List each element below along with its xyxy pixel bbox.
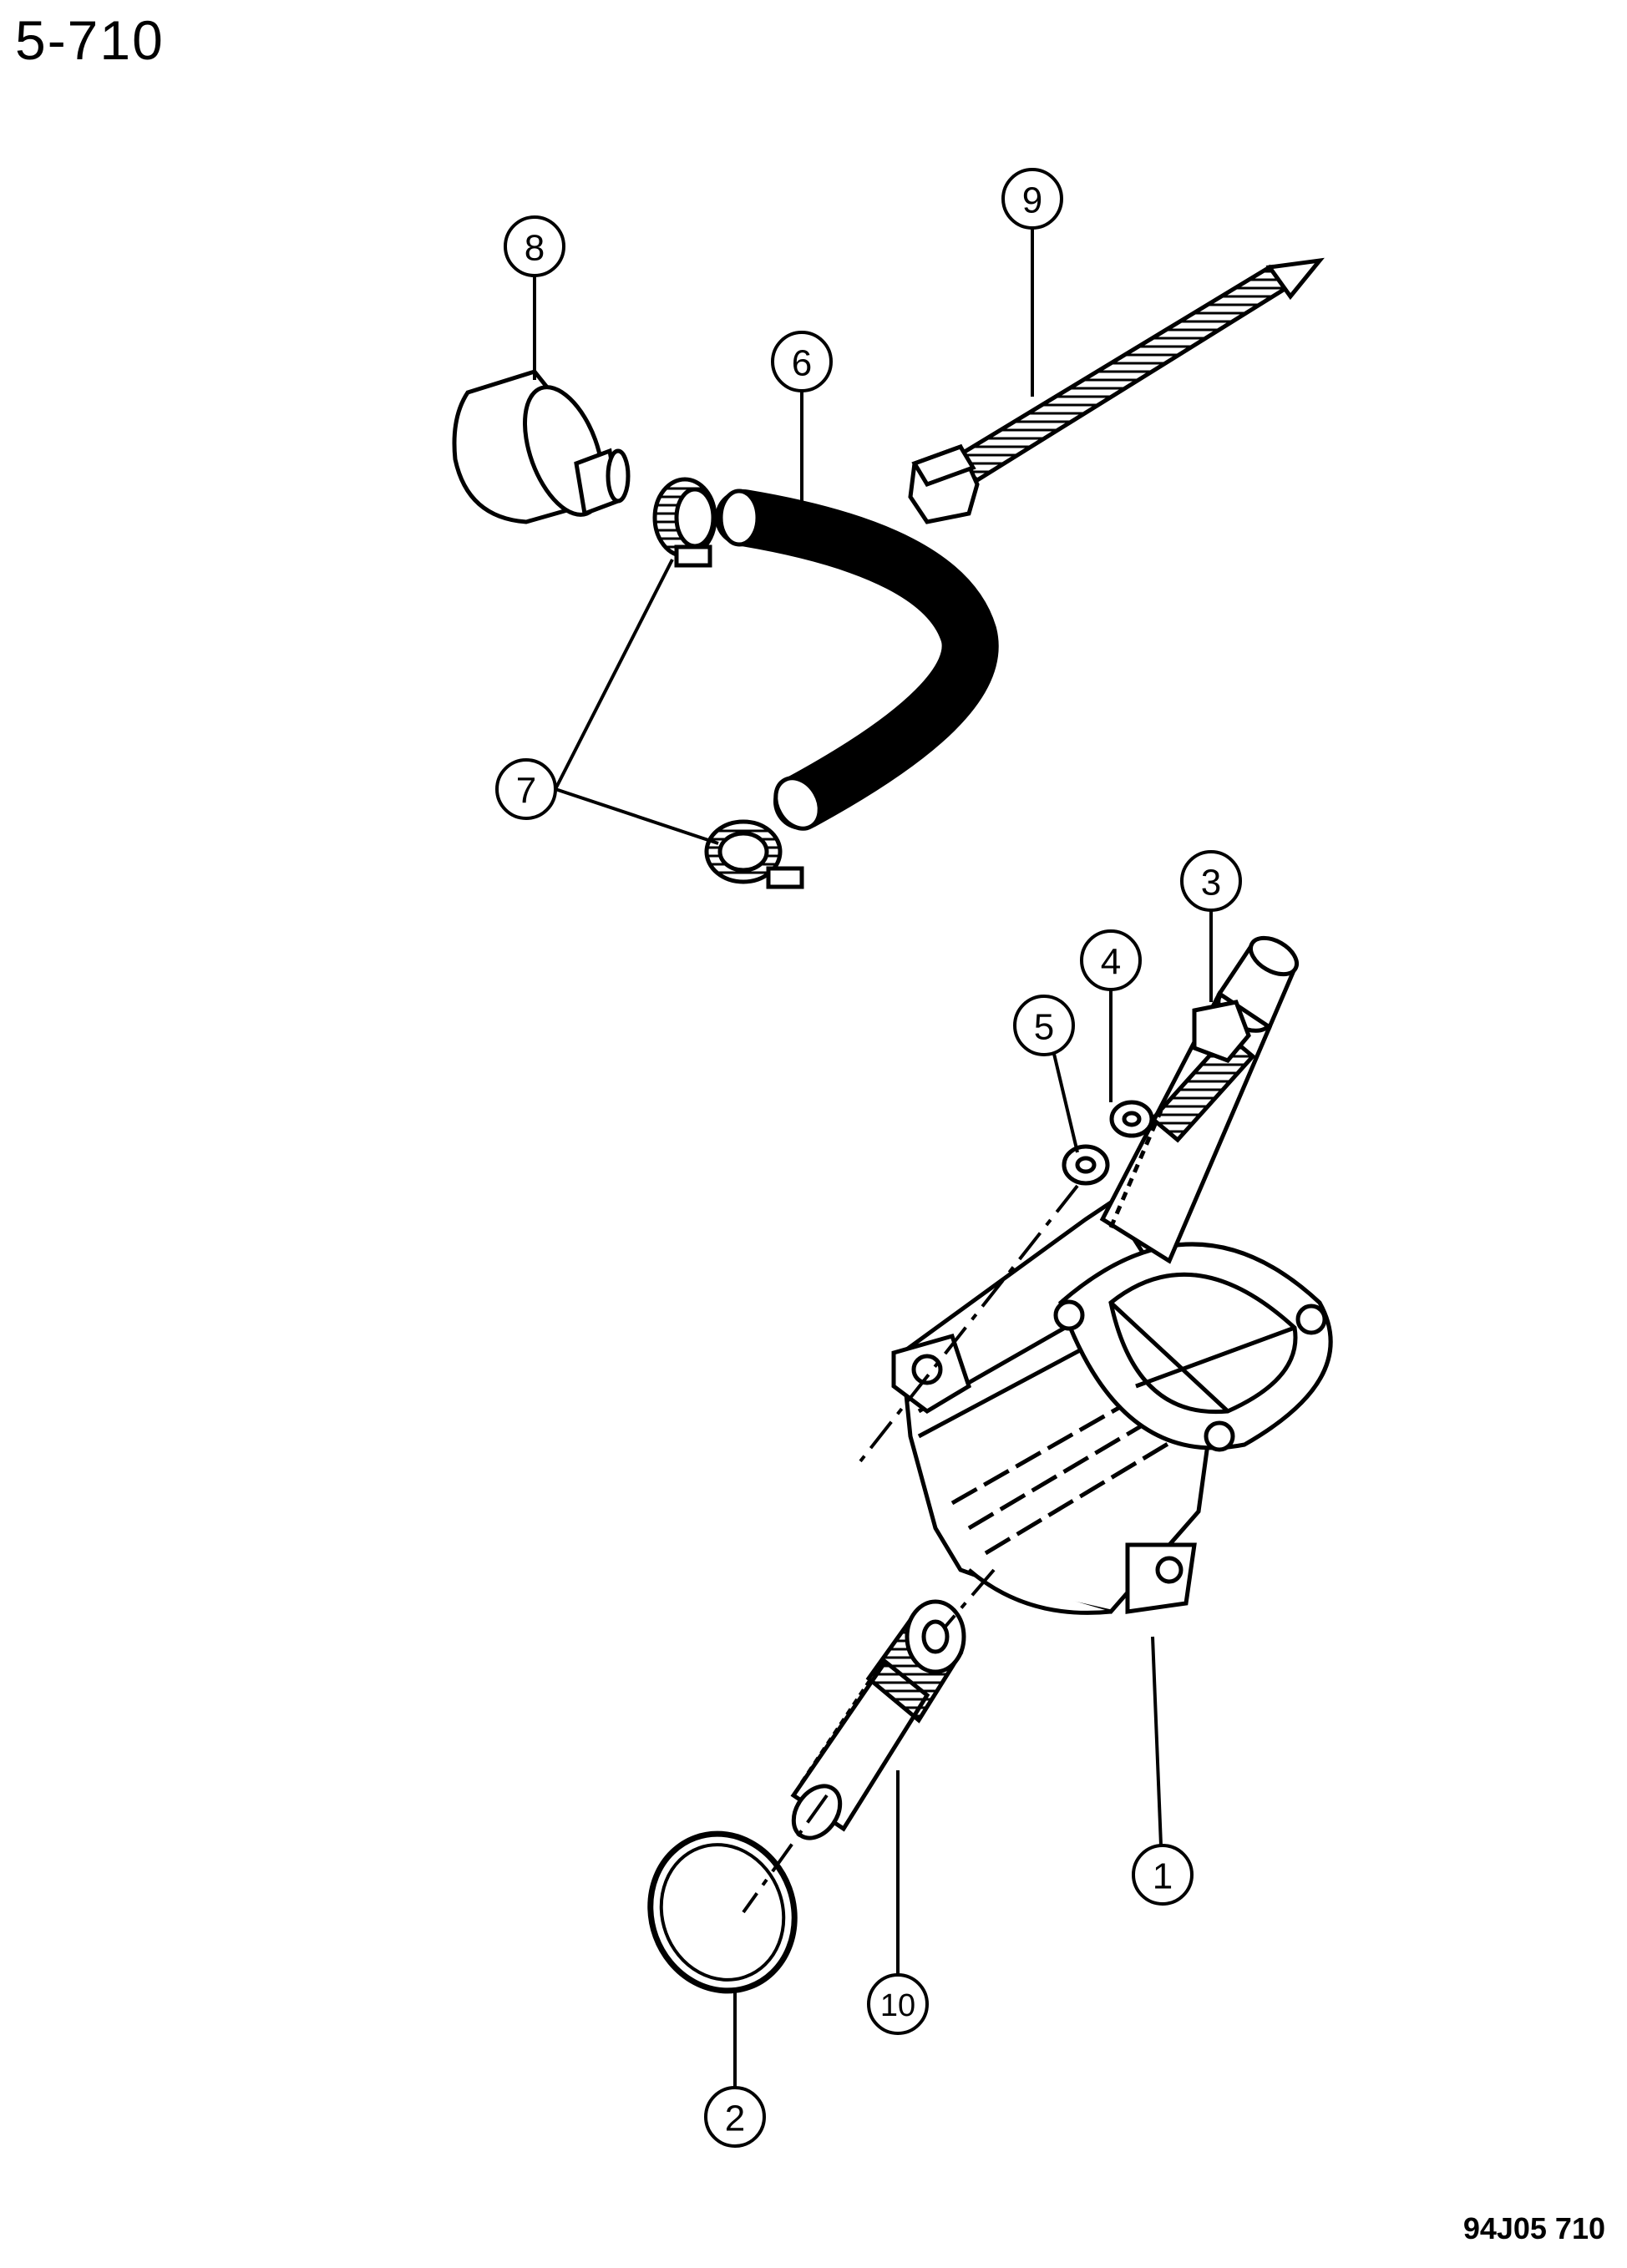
assembly-centerlines [742,1184,1079,1914]
nut [1062,1144,1110,1186]
bolt [1149,1000,1256,1143]
page-reference: 5-710 [15,9,165,71]
svg-text:6: 6 [792,343,812,384]
svg-text:5: 5 [1034,1007,1054,1048]
callout-8: 8 [504,215,565,277]
svg-text:8: 8 [525,228,545,269]
filter-canister [452,369,631,524]
o-ring [647,1830,798,1994]
callout-1: 1 [1132,1844,1194,1906]
callout-6: 6 [771,331,833,392]
svg-text:4: 4 [1101,942,1121,983]
svg-text:1: 1 [1153,1856,1173,1897]
svg-text:9: 9 [1022,180,1042,221]
drawing-code: 94J05 710 [1462,2211,1605,2245]
leader-lines [533,228,1213,2088]
callout-9: 9 [1001,168,1063,230]
cable-tie [908,257,1325,524]
hose-clamp-lower [704,819,804,889]
callout-10: 10 [867,1973,929,2035]
svg-text:3: 3 [1201,863,1221,904]
svg-text:10: 10 [880,1988,915,2023]
callout-3: 3 [1180,850,1242,912]
drive-gear [790,1599,966,1840]
hose-clamp-upper [652,477,717,568]
callout-5: 5 [1013,995,1075,1056]
vacuum-pump-body [891,1199,1333,1615]
callout-2: 2 [704,2086,766,2148]
callout-7: 7 [495,758,557,820]
svg-text:7: 7 [516,771,536,812]
callout-4: 4 [1080,929,1142,991]
washer [1109,1100,1154,1138]
hose [715,489,999,831]
svg-text:2: 2 [725,2098,745,2139]
